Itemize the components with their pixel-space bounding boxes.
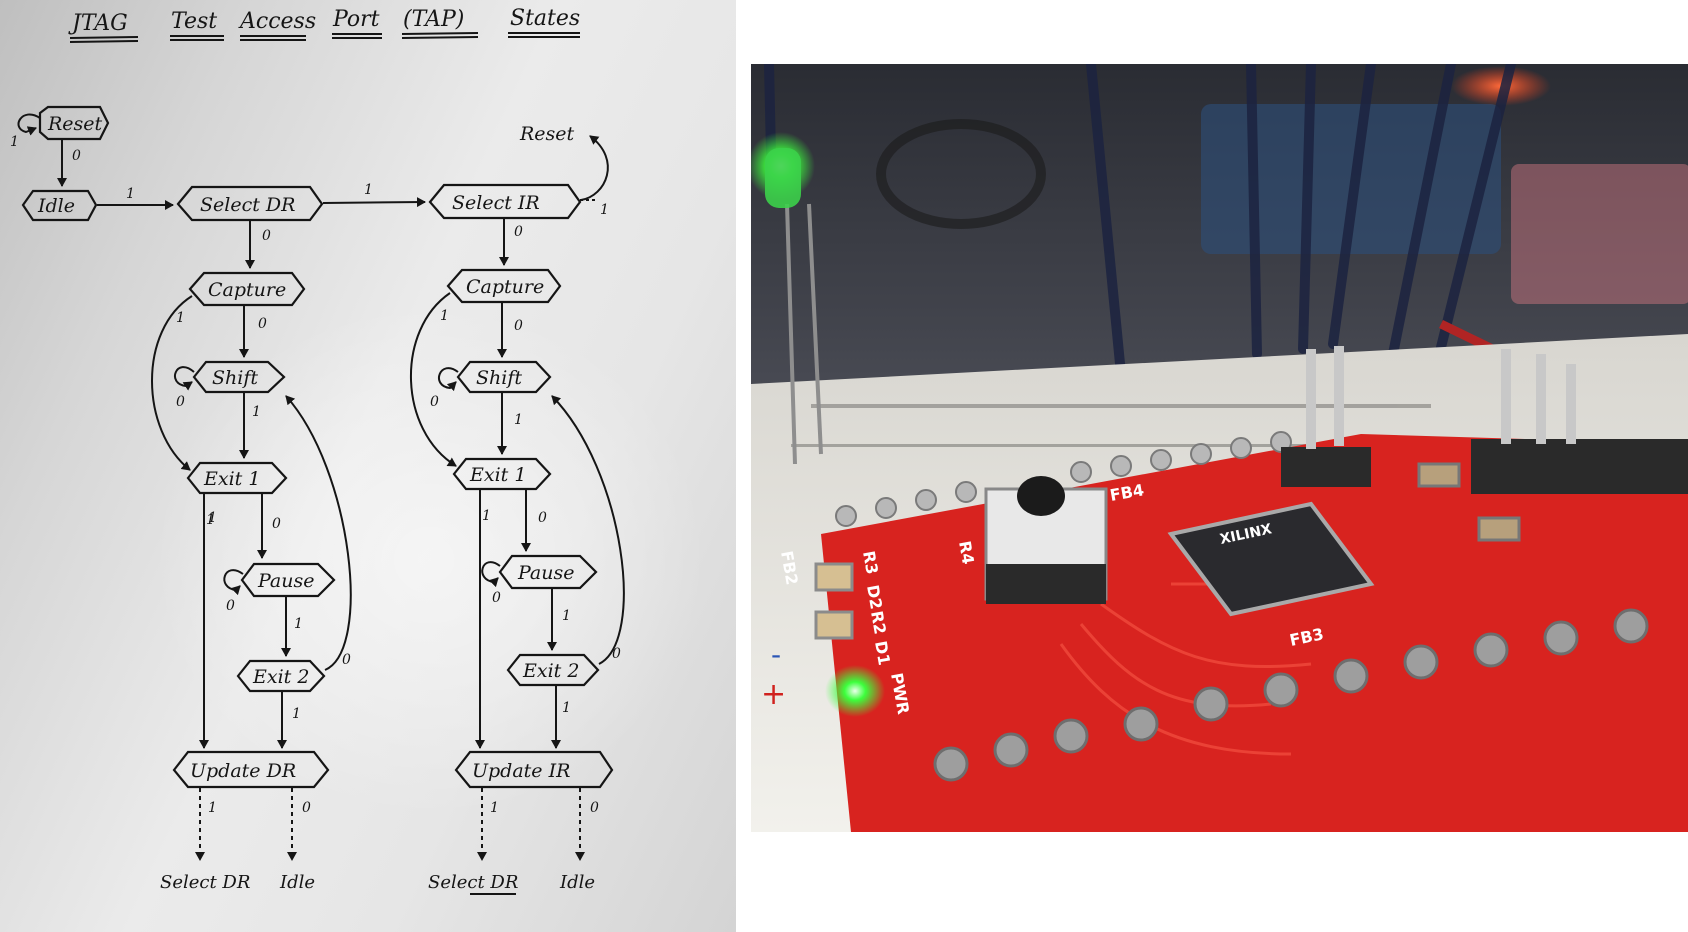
state-exit2-dr-box [236,659,326,693]
state-exit1-dr-box [186,461,288,495]
silk-d2: D2 [863,583,886,610]
edge-label: 0 [226,598,235,614]
silk-r3: R3 [859,549,882,575]
edge-label: 1 [440,308,449,324]
board-photo: XILINX FB4 FB3 FB2 R3 D2 R2 D1 R4 PWR - … [751,64,1688,832]
edge-label: 1 [490,800,499,816]
state-update-dr-box [172,750,330,789]
edge-label: 1 [10,134,19,150]
edge-label: 1 [562,700,571,716]
fpga-chip [1167,501,1375,617]
title-word-access: Access [238,9,316,34]
state-exit1-ir-label: Exit 1 [469,464,526,486]
edge-label: 0 [72,148,81,164]
edge-label: 0 [430,394,439,410]
state-capture-ir-box [446,268,562,304]
state-idle-box [21,189,98,222]
title-word-test: Test [171,9,217,34]
edge-label: 0 [272,516,281,532]
state-exit2-dr-label: Exit 2 [252,666,309,688]
edge-label: 0 [538,510,547,526]
target-select-dr-1: Select DR [160,872,250,893]
edge-label: 0 [514,318,523,334]
edge-label: 0 [342,652,351,668]
state-reset-box [38,105,110,141]
edge-label: 1 [176,310,185,326]
breadboard-minus: - [771,638,781,671]
state-capture-ir-label: Capture [466,276,544,298]
tap-state-diagram: JTAG Test Access Port (TAP) States [10,6,625,895]
target-select-dr-2: Select DR [428,872,518,893]
state-shift-dr-label: Shift [212,367,258,389]
target-idle-1: Idle [279,872,315,893]
breadboard-plus: + [761,677,786,712]
state-select-ir-label: Select IR [452,192,540,214]
silk-r4: R4 [955,539,978,565]
edge-label: 0 [302,800,311,816]
state-capture-dr-box [188,271,306,307]
edge-label: 1 [208,800,217,816]
target-idle-2: Idle [559,872,595,893]
edge-label: 0 [612,646,621,662]
edge-label: 1 [514,412,523,428]
state-pause-dr-label: Pause [257,570,315,592]
pwr-led-glow [825,665,885,717]
edge-label: 0 [176,394,185,410]
edge-label: 1 [252,404,261,420]
edge-label: 1 [364,182,373,198]
edge-label: 0 [514,224,523,240]
reset-target-label: Reset [519,123,575,145]
state-idle-label: Idle [37,195,75,217]
state-select-dr-box [176,185,324,222]
state-capture-dr-label: Capture [208,279,286,301]
silk-d1: D1 [871,639,894,666]
edge-label: 1 [600,202,609,218]
edge-label: 1 [126,186,135,202]
state-pause-ir-label: Pause [517,562,575,584]
state-select-ir-box [428,183,582,220]
state-update-ir-box [454,750,614,789]
edge-label: 1 [292,706,301,722]
title-word-tap: (TAP) [403,7,464,32]
state-exit1-ir-box [452,457,552,491]
diagram-photo: JTAG Test Access Port (TAP) States [0,0,736,932]
state-shift-ir-label: Shift [476,367,522,389]
edge-label: 0 [492,590,501,606]
state-update-ir-label: Update IR [472,760,570,782]
edge-label: 1 [482,508,491,524]
silk-r2: R2 [867,609,890,635]
state-exit2-ir-label: Exit 2 [522,660,579,682]
state-exit2-ir-box [506,653,600,687]
state-update-dr-label: Update DR [190,760,296,782]
fpga-board-illustration: XILINX FB4 FB3 FB2 R3 D2 R2 D1 R4 PWR - … [751,64,1688,832]
diagram-title: JTAG Test Access Port (TAP) States [68,6,580,43]
state-shift-dr-box [192,360,286,394]
edge-label: 0 [258,316,267,332]
state-shift-ir-box [456,360,552,394]
edge-label: 1 [294,616,303,632]
edge-label: 1 [562,608,571,624]
title-word-port: Port [332,7,380,32]
edge-label: 1 [208,510,217,526]
edge-label: 1 [206,512,215,528]
state-pause-dr-box [240,562,336,598]
state-exit1-dr-label: Exit 1 [203,468,260,490]
state-pause-ir-box [498,554,598,590]
state-reset-label: Reset [47,113,103,135]
edge-label: 0 [590,800,599,816]
title-word-jtag: JTAG [68,11,128,36]
title-word-states: States [510,6,580,31]
edge-label: 0 [262,228,271,244]
state-select-dr-label: Select DR [200,194,295,216]
